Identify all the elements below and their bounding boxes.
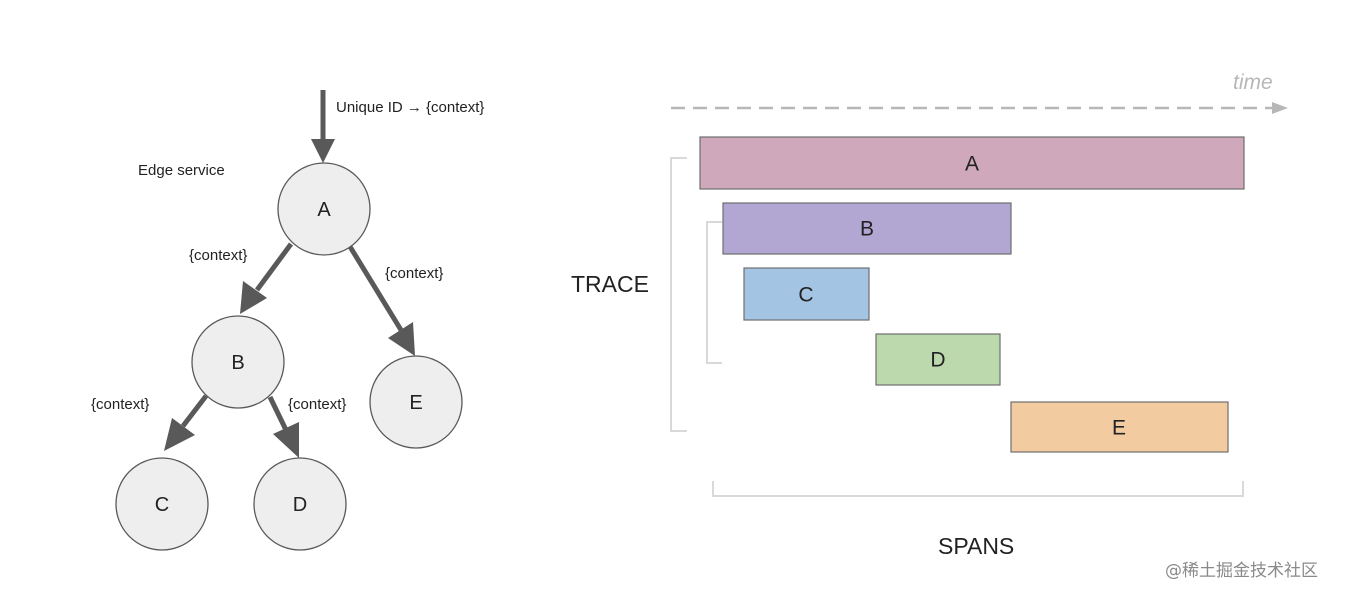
edge-label-b-d: {context}	[288, 396, 346, 413]
time-axis-label: time	[1233, 71, 1273, 94]
service-node-d-label: D	[293, 494, 307, 516]
edge-label-a-b: {context}	[189, 247, 247, 264]
spans-label: SPANS	[938, 533, 1014, 559]
edge-b-d	[267, 395, 299, 458]
service-node-a-label: A	[317, 199, 331, 221]
child-span-bracket	[706, 221, 722, 364]
service-node-e-label: E	[409, 392, 422, 414]
edge-a-b	[240, 242, 294, 314]
span-a-label: A	[965, 153, 979, 176]
span-b-label: B	[860, 218, 874, 241]
time-axis-arrow	[671, 102, 1288, 114]
edge-label-a-e: {context}	[385, 265, 443, 282]
span-d: D	[875, 333, 1001, 386]
service-node-b-label: B	[231, 352, 244, 374]
service-node-c-label: C	[155, 494, 169, 516]
edge-label-b-c: {context}	[91, 396, 149, 413]
service-node-d: D	[253, 457, 347, 551]
span-e-label: E	[1112, 417, 1126, 440]
span-a: A	[699, 136, 1245, 190]
span-d-label: D	[930, 349, 945, 372]
watermark-text: @稀土掘金技术社区	[1165, 561, 1318, 581]
edge-service-label: Edge service	[138, 162, 225, 179]
span-c: C	[743, 267, 870, 321]
trace-label: TRACE	[571, 271, 649, 297]
service-call-tree: Unique ID → {context} Edge service {cont…	[91, 90, 484, 551]
span-c-bar	[743, 267, 870, 321]
span-e-bar	[1010, 401, 1229, 453]
span-a-bar	[699, 136, 1245, 190]
service-node-c: C	[115, 457, 209, 551]
span-b: B	[722, 202, 1012, 255]
incoming-request-arrow	[311, 90, 335, 163]
service-node-a: A	[277, 162, 371, 256]
service-node-b: B	[191, 315, 285, 409]
edge-a-e	[346, 243, 415, 356]
spans-bracket	[712, 481, 1244, 497]
trace-timeline: time TRACE SPANS A B C D E	[571, 71, 1288, 559]
span-c-label: C	[798, 284, 813, 307]
span-b-bar	[722, 202, 1012, 255]
span-d-bar	[875, 333, 1001, 386]
span-e: E	[1010, 401, 1229, 453]
service-node-e: E	[369, 355, 463, 449]
edge-b-c	[164, 394, 208, 451]
trace-bracket	[670, 157, 687, 432]
incoming-request-label: Unique ID → {context}	[336, 99, 484, 116]
